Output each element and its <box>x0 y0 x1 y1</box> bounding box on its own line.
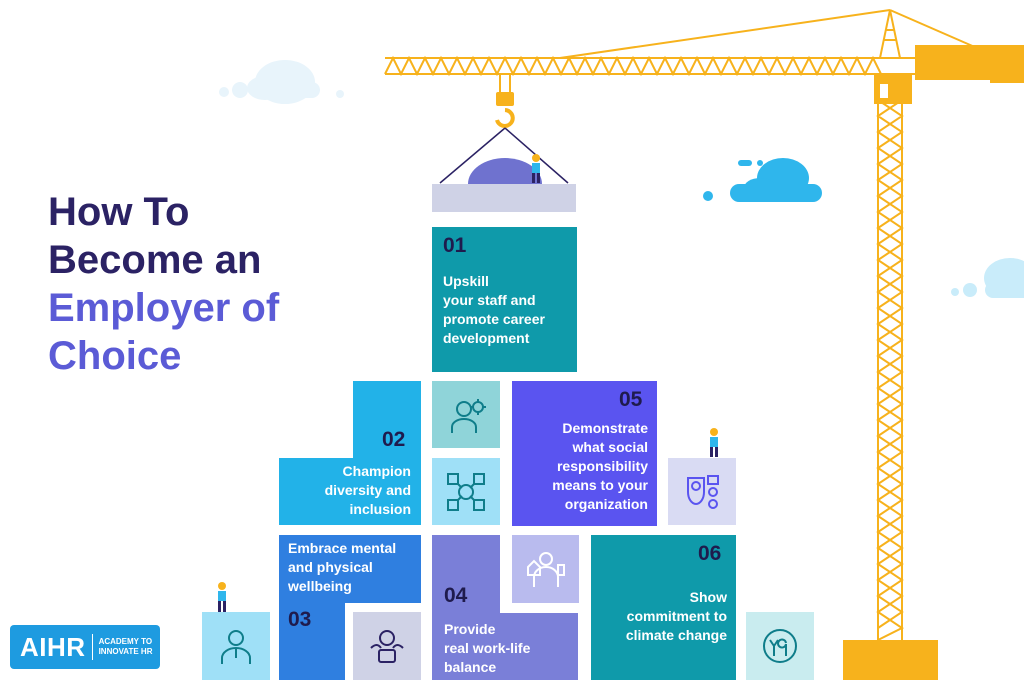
step-text-line: inclusion <box>349 501 411 517</box>
title-line: Become an <box>48 238 262 282</box>
cloud-right <box>703 158 822 202</box>
step-number: 05 <box>619 388 643 411</box>
step-03-block-bottom <box>279 602 345 680</box>
logo-tagline: ACADEMY TO INNOVATE HR <box>99 637 153 657</box>
step-02-block-bottom <box>279 458 421 525</box>
worker-figure <box>710 428 718 457</box>
step-04-text: Provide real work-life balance <box>444 620 530 677</box>
step-01-block <box>432 227 577 372</box>
step-text-line: Champion <box>342 463 411 479</box>
step-text-line: means to your <box>552 477 648 493</box>
step-number: 03 <box>288 608 312 631</box>
step-text-line: organization <box>564 496 648 512</box>
step-05-block <box>512 381 657 526</box>
cloud-left <box>219 60 344 104</box>
logo-divider <box>91 634 93 660</box>
step-text-line: diversity and <box>324 482 411 498</box>
step-05-text: Demonstrate what social responsibility m… <box>512 419 648 514</box>
climate-globe-icon <box>746 612 814 680</box>
step-04-block-top <box>432 535 500 615</box>
step-02-block-top <box>353 381 421 459</box>
step-01-text: Upskill your staff and promote career de… <box>443 272 545 348</box>
social-responsibility-icon <box>668 458 736 525</box>
step-text-line: Show <box>689 589 727 605</box>
step-number: 06 <box>698 542 722 565</box>
page-title: How To Become an Employer of Choice <box>48 188 279 380</box>
cloud-far-right <box>951 258 1024 298</box>
step-03-text: Embrace mental and physical wellbeing <box>288 539 396 596</box>
step-03-block-top <box>279 535 421 603</box>
step-06-block <box>591 535 736 680</box>
step-text-line: Embrace mental <box>288 540 397 556</box>
step-06-text: Show commitment to climate change <box>591 588 727 645</box>
crane-cab-window <box>880 84 888 98</box>
step-text-line: Demonstrate <box>562 420 648 436</box>
step-text-line: promote career <box>443 311 545 327</box>
step-04-block-bottom <box>432 613 578 680</box>
hanging-slab <box>432 127 576 212</box>
step-number: 02 <box>382 428 406 451</box>
step-text-line: development <box>443 330 530 346</box>
step-text-line: your staff and <box>443 292 536 308</box>
professional-development-icon <box>432 381 500 448</box>
step-text-line: Provide <box>444 621 496 637</box>
step-text-line: what social <box>572 439 648 455</box>
worker-figure <box>532 154 540 183</box>
employee-icon <box>202 612 270 680</box>
crane <box>384 9 1001 641</box>
logo-tagline-line: INNOVATE HR <box>98 647 153 656</box>
work-life-balance-icon <box>512 535 579 603</box>
step-text-line: climate change <box>625 627 727 643</box>
diversity-network-icon <box>432 458 500 525</box>
step-number: 01 <box>443 234 467 257</box>
aihr-logo: AIHR ACADEMY TO INNOVATE HR <box>10 625 160 669</box>
wellbeing-person-icon <box>353 612 421 680</box>
crane-solids <box>495 45 1024 680</box>
title-line-accent: Choice <box>48 334 182 378</box>
title-line-accent: Employer of <box>48 286 280 330</box>
logo-tagline-line: ACADEMY TO <box>98 637 153 646</box>
step-text-line: responsibility <box>556 458 648 474</box>
step-text-line: commitment to <box>626 608 727 624</box>
worker-figure <box>218 582 226 612</box>
step-02-text: Champion diversity and inclusion <box>279 462 411 519</box>
step-text-line: and physical <box>288 559 373 575</box>
logo-wordmark: AIHR <box>20 631 86 662</box>
step-text-line: real work-life <box>444 640 531 656</box>
step-text-line: Upskill <box>443 273 489 289</box>
step-text-line: balance <box>444 659 497 675</box>
step-text-line: wellbeing <box>288 578 352 594</box>
step-number: 04 <box>444 584 468 607</box>
title-line: How To <box>48 190 190 234</box>
